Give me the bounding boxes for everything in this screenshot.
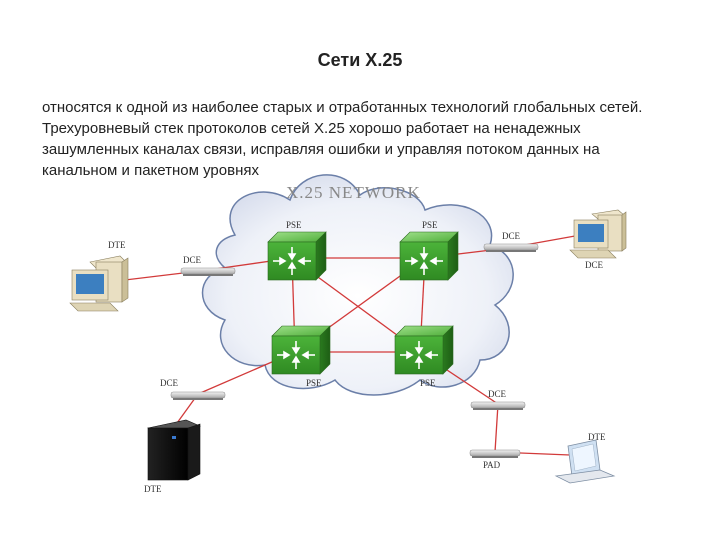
pse-label: PSE	[286, 220, 302, 230]
dce-label: DCE	[183, 255, 202, 265]
dte-laptop	[554, 439, 616, 484]
network-cloud	[201, 174, 514, 396]
dce-label: DCE	[585, 260, 604, 270]
body-line: Трехуровневый стек протоколов сетей X.25…	[42, 120, 581, 137]
dte-computer	[569, 209, 627, 259]
body-line: зашумленных каналах связи, исправляя оши…	[42, 141, 600, 158]
dte-label: DTE	[144, 484, 162, 494]
dce-device	[170, 391, 226, 400]
pse-label: PSE	[422, 220, 438, 230]
pse-switch	[399, 231, 459, 281]
dce-device	[180, 267, 236, 276]
body-paragraph: относятся к одной из наиболее старых и о…	[42, 97, 692, 181]
dce-label: DCE	[502, 231, 521, 241]
body-line: относятся к одной из наиболее старых и о…	[42, 99, 643, 116]
pse-switch	[271, 325, 331, 375]
pse-switch	[394, 325, 454, 375]
dte-label: DTE	[108, 240, 126, 250]
dce-device	[470, 401, 526, 410]
slide-title: Сети X.25	[317, 50, 403, 70]
dte-label: DTE	[588, 432, 606, 442]
network-title: X.25 NETWORK	[286, 183, 421, 202]
pse-label: PSE	[306, 378, 322, 388]
pse-switch	[267, 231, 327, 281]
pad-label: PAD	[483, 460, 501, 470]
body-line: канальном и пакетном уровнях	[42, 162, 259, 179]
pse-label: PSE	[420, 378, 436, 388]
dte-server	[147, 419, 201, 481]
dce-label: DCE	[488, 389, 507, 399]
pad-device	[469, 449, 521, 458]
link-dce4-pad	[494, 403, 499, 453]
dte-computer	[69, 255, 129, 312]
dce-device	[483, 243, 539, 252]
dce-label: DCE	[160, 378, 179, 388]
